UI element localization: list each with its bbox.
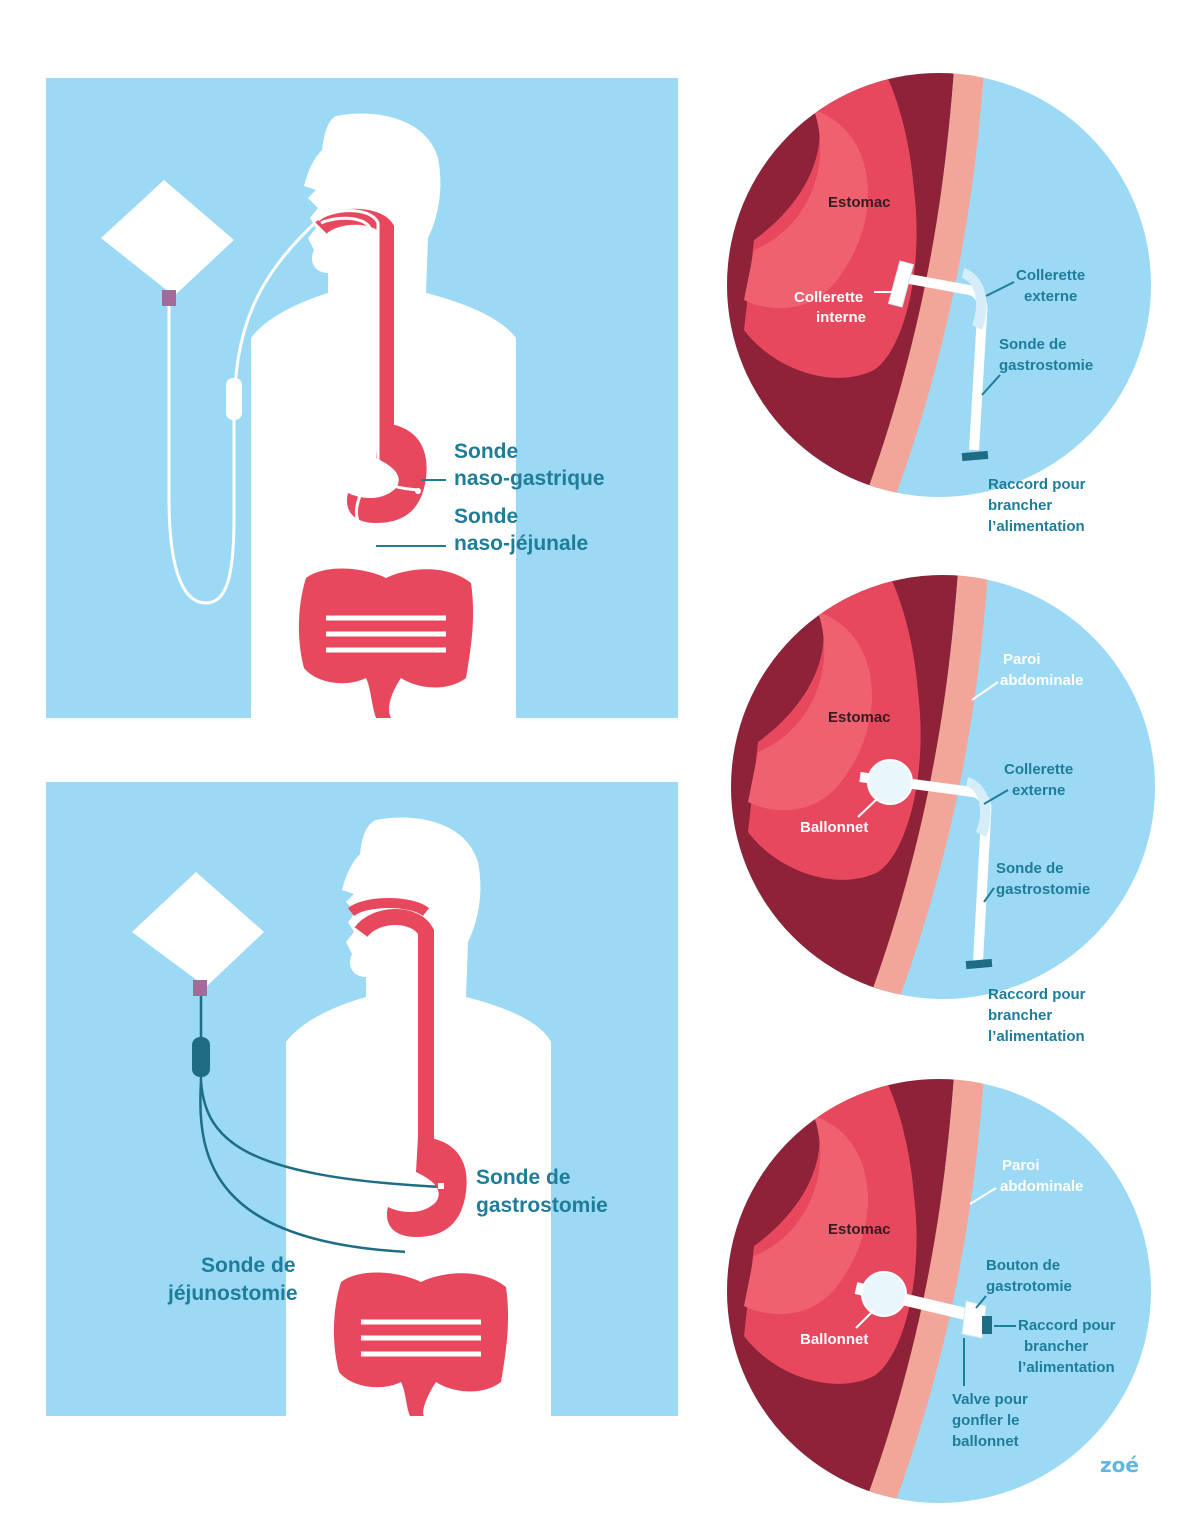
- label-wall-1: Paroi: [1002, 1157, 1040, 1174]
- label-connector-2: brancher: [988, 1007, 1052, 1024]
- label-button-2: gastrotomie: [986, 1278, 1072, 1295]
- label-outer-collar-1: Collerette: [1016, 267, 1085, 284]
- label-outer-collar-2: externe: [1012, 782, 1065, 799]
- label-valve-1: Valve pour: [952, 1391, 1028, 1408]
- label-stomach: Estomac: [828, 194, 891, 211]
- label-connector-1: Raccord pour: [988, 986, 1086, 1003]
- tube-clamp: [226, 378, 242, 420]
- gastrostomy-collar-detail: Estomac Collerette interne Collerette ex…: [727, 73, 1151, 497]
- naso-jejunal-tube: [320, 216, 374, 551]
- stomach: [386, 1137, 467, 1237]
- label-tube-2: gastrostomie: [999, 357, 1093, 374]
- jejunostomy-tube: [199, 1081, 409, 1254]
- label-connector-3: l’alimentation: [988, 1028, 1085, 1045]
- stomach: [346, 423, 427, 523]
- label-naso-gastric-2: naso-gastrique: [454, 467, 605, 490]
- circle1-connector-label: Raccord pour brancher l’alimentation: [988, 474, 1128, 540]
- panel-stomy-tubes: Sonde de gastrostomie Sonde de jéjunosto…: [46, 782, 678, 1416]
- label-jejunostomy-1: Sonde de: [201, 1254, 296, 1277]
- label-gastrostomy-1: Sonde de: [476, 1166, 571, 1189]
- label-wall-2: abdominale: [1000, 672, 1083, 689]
- nasal-tube-line: [167, 218, 320, 605]
- label-gastrostomy-2: gastrostomie: [476, 1194, 608, 1217]
- gastrostomy-balloon-detail: Paroi abdominale Estomac Collerette exte…: [731, 575, 1155, 999]
- label-button-1: Bouton de: [986, 1257, 1060, 1274]
- detail-circle-3: Paroi abdominale Estomac Bouton de gastr…: [724, 1076, 1164, 1506]
- label-connector-3: l’alimentation: [1018, 1359, 1115, 1376]
- esophagus: [315, 208, 394, 428]
- label-tube-2: gastrostomie: [996, 881, 1090, 898]
- detail-circle-2: Paroi abdominale Estomac Collerette exte…: [728, 572, 1158, 1002]
- label-balloon: Ballonnet: [800, 819, 868, 836]
- artist-signature: zoé: [1100, 1450, 1160, 1480]
- naso-gastric-tube: [316, 209, 419, 492]
- label-naso-jejunal-2: naso-jéjunale: [454, 532, 588, 555]
- label-connector-3: l’alimentation: [988, 518, 1085, 535]
- label-tube-1: Sonde de: [999, 336, 1067, 353]
- feeding-bag: [101, 180, 234, 306]
- label-valve-2: gonfler le: [952, 1412, 1020, 1429]
- label-wall-2: abdominale: [1000, 1178, 1083, 1195]
- esophagus: [354, 909, 434, 1142]
- label-stomach: Estomac: [828, 709, 891, 726]
- label-tube-1: Sonde de: [996, 860, 1064, 877]
- label-naso-gastric-1: Sonde: [454, 440, 518, 463]
- detail-circle-1: Estomac Collerette interne Collerette ex…: [724, 70, 1154, 500]
- gastrostomy-button-detail: Paroi abdominale Estomac Bouton de gastr…: [727, 1079, 1151, 1503]
- label-naso-jejunal-1: Sonde: [454, 505, 518, 528]
- stomy-tubes-illustration: Sonde de gastrostomie Sonde de jéjunosto…: [46, 782, 678, 1416]
- label-valve-3: ballonnet: [952, 1433, 1019, 1450]
- label-connector-2: brancher: [988, 497, 1052, 514]
- label-connector-1: Raccord pour: [1018, 1317, 1116, 1334]
- feeding-bag: [132, 872, 264, 996]
- label-inner-collar-1: Collerette: [794, 289, 863, 306]
- label-jejunostomy-2: jéjunostomie: [167, 1282, 298, 1305]
- label-outer-collar-1: Collerette: [1004, 761, 1073, 778]
- label-connector-2: brancher: [1024, 1338, 1088, 1355]
- label-connector-1: Raccord pour: [988, 476, 1086, 493]
- intestines: [333, 1272, 509, 1416]
- intestines: [298, 568, 474, 718]
- signature-text: zoé: [1100, 1453, 1139, 1477]
- nasal-tubes-illustration: Sonde naso-gastrique Sonde naso-jéjunale: [46, 78, 678, 718]
- label-balloon: Ballonnet: [800, 1331, 868, 1348]
- label-inner-collar-2: interne: [816, 309, 866, 326]
- label-outer-collar-2: externe: [1024, 288, 1077, 305]
- circle2-connector-label: Raccord pour brancher l’alimentation: [988, 984, 1128, 1050]
- tube-clamp: [192, 1037, 210, 1077]
- label-stomach: Estomac: [828, 1221, 891, 1238]
- panel-nasal-tubes: Sonde naso-gastrique Sonde naso-jéjunale: [46, 78, 678, 718]
- gastrostomy-tube: [199, 996, 442, 1189]
- label-wall-1: Paroi: [1003, 651, 1041, 668]
